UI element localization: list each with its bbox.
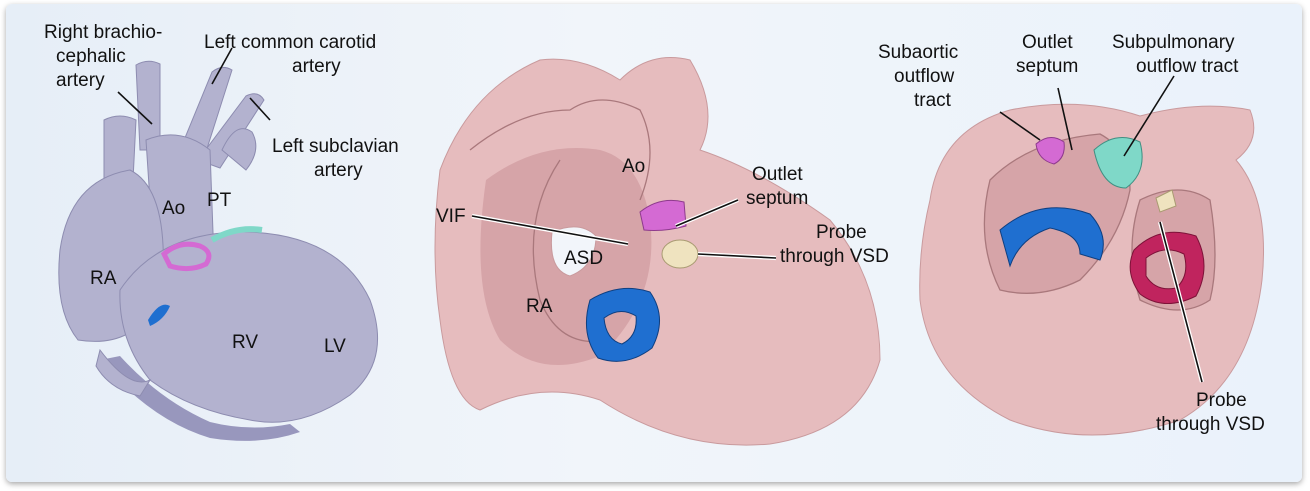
label-outlet-septum-middle-2: septum (746, 188, 808, 209)
label-subaortic-1: Subaortic (878, 42, 958, 63)
label-ra-middle: RA (526, 296, 553, 317)
heart-models-figure: Right brachio- cephalic artery Left comm… (6, 4, 1302, 482)
label-probe-middle-2: through VSD (780, 246, 889, 267)
label-pt: PT (207, 190, 232, 211)
label-ao-middle: Ao (622, 156, 645, 177)
panel-left-external-heart (59, 61, 378, 441)
label-rv: RV (232, 332, 258, 353)
label-outlet-septum-middle-1: Outlet (752, 164, 803, 185)
label-ra-left: RA (90, 268, 117, 289)
label-probe-right-2: through VSD (1156, 414, 1265, 435)
label-right-brachiocephalic-2: cephalic (56, 46, 126, 67)
label-subpulmonary-1: Subpulmonary (1112, 32, 1235, 53)
panel-right-cut-heart (920, 104, 1264, 435)
probe-marker-cream (662, 240, 698, 268)
figure-frame: Right brachio- cephalic artery Left comm… (6, 4, 1302, 482)
label-outlet-septum-right-1: Outlet (1022, 32, 1073, 53)
label-subaortic-2: outflow (894, 66, 954, 87)
label-subpulmonary-2: outflow tract (1136, 56, 1239, 77)
label-right-brachiocephalic-3: artery (56, 70, 105, 91)
label-lv: LV (324, 336, 346, 357)
label-vif: VIF (436, 206, 466, 227)
label-left-common-carotid-1: Left common carotid (204, 32, 376, 53)
label-left-subclavian-2: artery (314, 160, 363, 181)
label-asd: ASD (564, 248, 603, 269)
label-right-brachiocephalic-1: Right brachio- (44, 22, 162, 43)
label-subaortic-3: tract (914, 90, 952, 111)
label-probe-middle-1: Probe (816, 222, 867, 243)
label-ao-left: Ao (162, 198, 185, 219)
label-left-common-carotid-2: artery (292, 56, 341, 77)
label-probe-right-1: Probe (1196, 390, 1247, 411)
label-left-subclavian-1: Left subclavian (272, 136, 399, 157)
label-outlet-septum-right-2: septum (1016, 56, 1078, 77)
